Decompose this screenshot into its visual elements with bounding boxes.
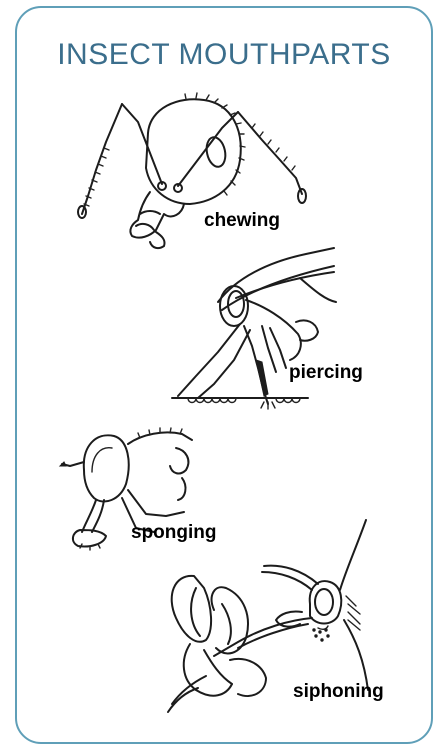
piercing-insect-illustration <box>172 248 336 409</box>
label-siphoning: siphoning <box>293 681 384 702</box>
label-piercing: piercing <box>289 362 363 383</box>
label-chewing: chewing <box>204 210 280 231</box>
label-sponging: sponging <box>131 522 216 543</box>
